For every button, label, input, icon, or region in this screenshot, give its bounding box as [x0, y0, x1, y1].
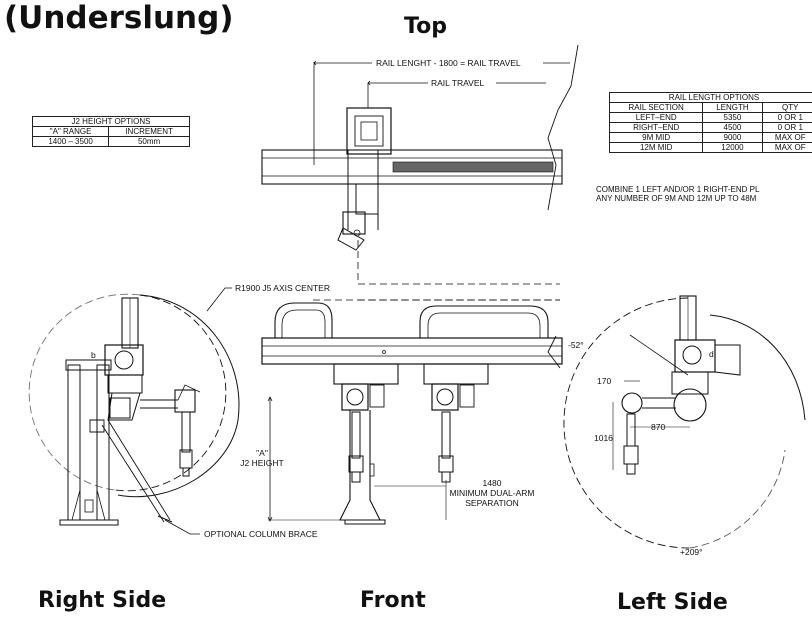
column-brace-label: OPTIONAL COLUMN BRACE: [204, 529, 318, 539]
top-view: [261, 44, 579, 251]
rail-length-options-table: RAIL LENGTH OPTIONS RAIL SECTION LENGTH …: [608, 92, 812, 153]
rail-travel-label: RAIL TRAVEL: [431, 78, 484, 88]
min-separation-label: SEPARATION: [465, 498, 519, 508]
rail-table-cell: 12000: [702, 142, 763, 153]
j2-height-label: J2 HEIGHT: [240, 458, 283, 468]
left-side-view-title: Left Side: [617, 590, 728, 615]
dim-170: 170: [597, 376, 611, 386]
front-view: [261, 299, 563, 525]
main-title: (Underslung): [4, 0, 234, 36]
j5-axis-label: R1900 J5 AXIS CENTER: [235, 283, 330, 293]
rail-note-line: COMBINE 1 LEFT AND/OR 1 RIGHT-END PL: [596, 185, 760, 194]
projection-lines: [357, 240, 560, 301]
j2-height-options-table: J2 HEIGHT OPTIONS "A" RANGE INCREMENT 14…: [31, 116, 190, 147]
marker-d: d: [709, 349, 714, 359]
min-separation-value: 1480: [483, 478, 502, 488]
table-row: 12M MID 12000 MAX OF: [608, 142, 812, 153]
angle-minus-52: -52°: [568, 340, 584, 350]
dim-1016: 1016: [594, 433, 613, 443]
left-side-view: [563, 295, 806, 549]
min-separation-label: MINIMUM DUAL-ARM: [450, 488, 535, 498]
j2-table-cell: 50mm: [108, 136, 190, 147]
rail-length-label: RAIL LENGHT - 1800 = RAIL TRAVEL: [376, 58, 521, 68]
front-view-title: Front: [360, 588, 426, 613]
j2-table-cell: 1400 – 3500: [31, 136, 110, 147]
right-side-view: [28, 293, 240, 526]
angle-plus-209: +209°: [680, 547, 703, 557]
top-view-title: Top: [404, 14, 447, 39]
marker-b: b: [91, 350, 96, 360]
a-dimension-label: "A": [256, 448, 268, 458]
right-side-view-title: Right Side: [38, 588, 167, 613]
rail-combination-note: COMBINE 1 LEFT AND/OR 1 RIGHT-END PL ANY…: [596, 185, 759, 203]
dim-870: 870: [651, 422, 665, 432]
rail-table-cell: MAX OF: [761, 142, 812, 153]
rail-note-line: ANY NUMBER OF 9M AND 12M UP TO 48M: [596, 194, 757, 203]
rail-table-cell: 12M MID: [608, 142, 704, 153]
